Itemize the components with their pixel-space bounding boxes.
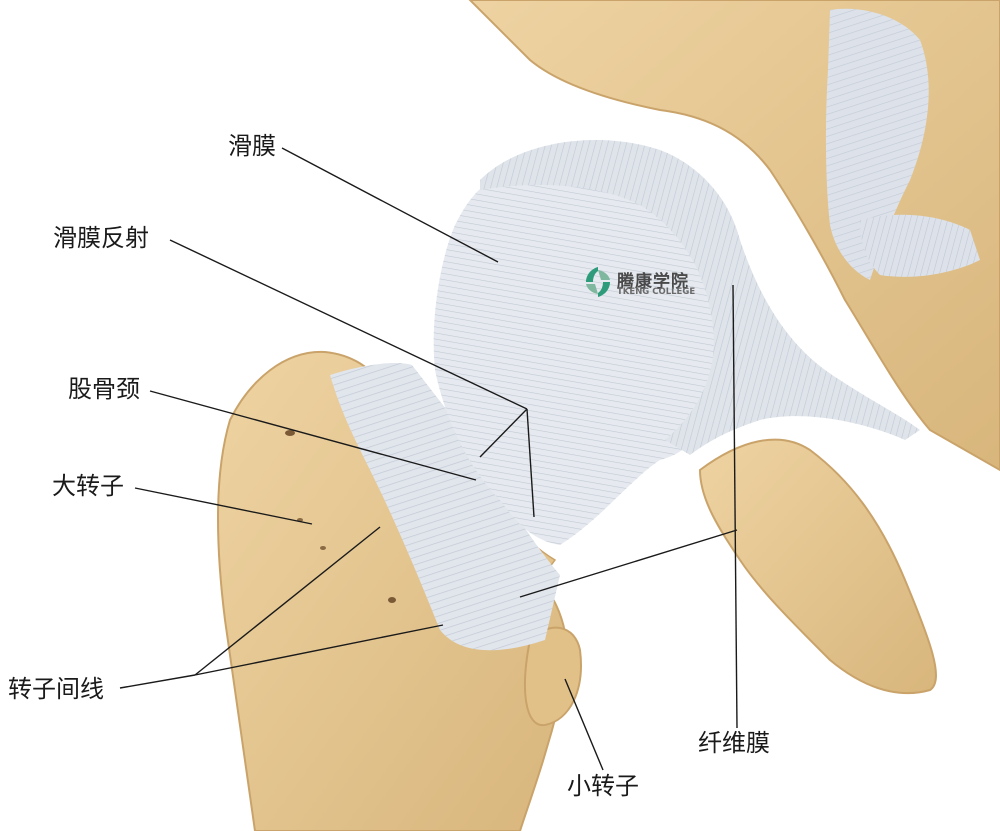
college-logo-icon	[586, 267, 610, 297]
leader-line-synovial-reflection-c	[526, 408, 535, 518]
watermark-name-cn: 腾康学院	[617, 272, 689, 292]
label-greater-trochanter: 大转子	[52, 472, 124, 500]
leader-line-intertrochanteric-c	[194, 624, 444, 676]
label-fibrous-membrane: 纤维膜	[698, 729, 770, 757]
leader-lines	[119, 147, 738, 771]
leader-line-synovial-membrane	[281, 147, 499, 263]
label-synovial-membrane: 滑膜	[228, 132, 276, 160]
leader-line-fibrous-membrane-b	[519, 529, 738, 598]
label-lesser-trochanter: 小转子	[567, 772, 639, 800]
foramen-mark	[388, 597, 396, 603]
label-intertrochanteric-line: 转子间线	[8, 675, 104, 703]
leader-line-intertrochanteric-a	[119, 674, 196, 689]
leader-line-femoral-neck	[149, 390, 477, 481]
foramen-mark	[285, 430, 295, 436]
watermark-name-en: TKENG COLLEGE	[617, 287, 696, 297]
leader-line-synovial-reflection-a	[169, 239, 528, 410]
leader-line-fibrous-membrane-a	[732, 284, 738, 729]
watermark-logo: 腾康学院 TKENG COLLEGE	[583, 266, 703, 300]
leader-line-greater-trochanter	[134, 487, 313, 525]
foramen-mark	[320, 546, 326, 550]
lesser-trochanter-bone	[524, 626, 582, 727]
leader-line-lesser-trochanter	[564, 678, 604, 771]
label-synovial-reflection: 滑膜反射	[53, 224, 149, 252]
leader-line-synovial-reflection-b	[479, 408, 528, 458]
ischium-bone	[698, 438, 937, 695]
leader-line-intertrochanteric-b	[194, 526, 381, 676]
label-femoral-neck: 股骨颈	[68, 375, 140, 403]
